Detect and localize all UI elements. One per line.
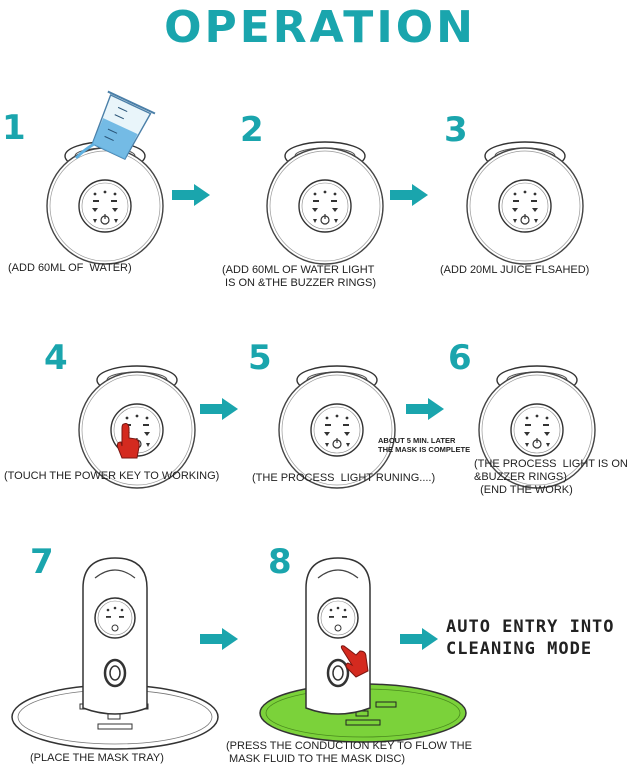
arrow-right-icon: [400, 628, 438, 650]
step-3-caption: (ADD 20ML JUICE FLSAHED): [440, 264, 590, 276]
step-1-caption: (ADD 60ML OF WATER): [8, 262, 132, 274]
auto-entry-cleaning-text: AUTO ENTRY INTO CLEANING MODE: [446, 617, 615, 659]
page-title: OPERATION: [164, 2, 476, 53]
step-2-caption: (ADD 60ML OF WATER LIGHT IS ON &THE BUZZ…: [222, 264, 377, 289]
step-4-caption: (TOUCH THE POWER KEY TO WORKING): [4, 470, 220, 482]
step-8-device: [278, 548, 398, 728]
step-7-caption: (PLACE THE MASK TRAY): [30, 752, 164, 764]
note-after-step-5: ABOUT 5 MIN. LATER THE MASK IS COMPLETE: [378, 436, 471, 454]
water-stream: [74, 142, 95, 160]
measuring-cup-icon: [91, 90, 156, 160]
step-3-device: [450, 128, 600, 278]
step-7-number: 7: [30, 542, 54, 582]
step-8-number: 8: [268, 542, 292, 582]
step-5-number: 5: [248, 338, 272, 378]
step-6-caption: (THE PROCESS LIGHT IS ON &BUZZER RINGS) …: [474, 458, 628, 496]
arrow-right-icon: [172, 184, 210, 206]
pointing-hand-icon: [340, 645, 369, 678]
step-2-device: [250, 128, 400, 278]
pointing-hand-icon: [116, 423, 140, 459]
step-1-number: 1: [2, 108, 26, 148]
step-5-caption: (THE PROCESS LIGHT RUNING....): [252, 472, 436, 484]
arrow-right-icon: [390, 184, 428, 206]
arrow-right-icon: [200, 398, 238, 420]
step-6-number: 6: [448, 338, 472, 378]
arrow-right-icon: [406, 398, 444, 420]
step-8-caption: (PRESS THE CONDUCTION KEY TO FLOW THE MA…: [226, 740, 472, 765]
arrow-right-icon: [200, 628, 238, 650]
step-2-number: 2: [240, 110, 264, 150]
step-4-number: 4: [44, 338, 68, 378]
step-3-number: 3: [444, 110, 468, 150]
step-7-device: [55, 548, 175, 728]
